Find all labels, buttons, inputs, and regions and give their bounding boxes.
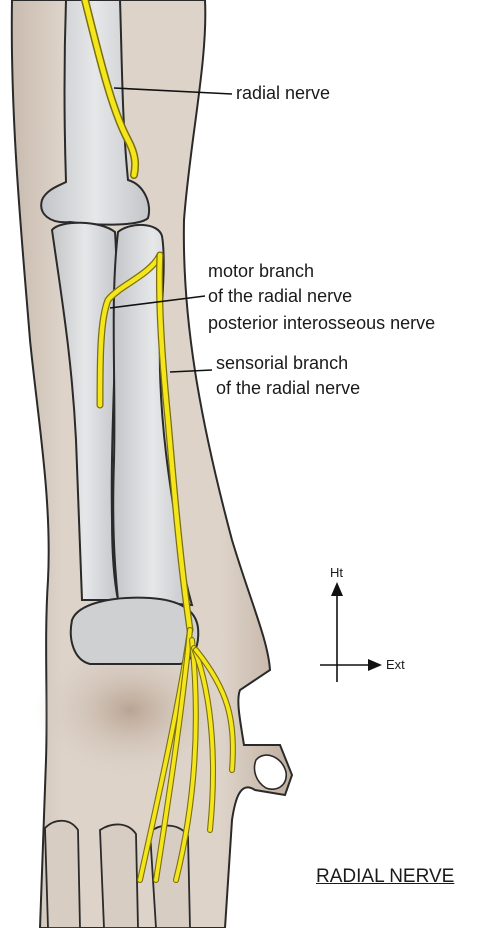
finger-middle xyxy=(100,824,138,928)
label-motor-branch-line1: motor branch xyxy=(208,260,314,282)
carpal-bones xyxy=(71,598,198,664)
label-radial-nerve: radial nerve xyxy=(236,82,330,104)
orientation-axes xyxy=(320,582,382,682)
label-motor-branch-line3: posterior interosseous nerve xyxy=(208,312,435,334)
axis-horizontal-arrow xyxy=(368,659,382,671)
figure-title: RADIAL NERVE xyxy=(316,866,454,888)
label-sensorial-branch-line1: sensorial branch xyxy=(216,352,348,374)
label-sensorial-branch-line2: of the radial nerve xyxy=(216,377,360,399)
label-motor-branch-line2: of the radial nerve xyxy=(208,285,352,307)
finger-index xyxy=(45,821,80,928)
axis-vertical-arrow xyxy=(331,582,343,596)
axis-label-ht: Ht xyxy=(330,565,343,580)
axis-label-ext: Ext xyxy=(386,657,405,672)
